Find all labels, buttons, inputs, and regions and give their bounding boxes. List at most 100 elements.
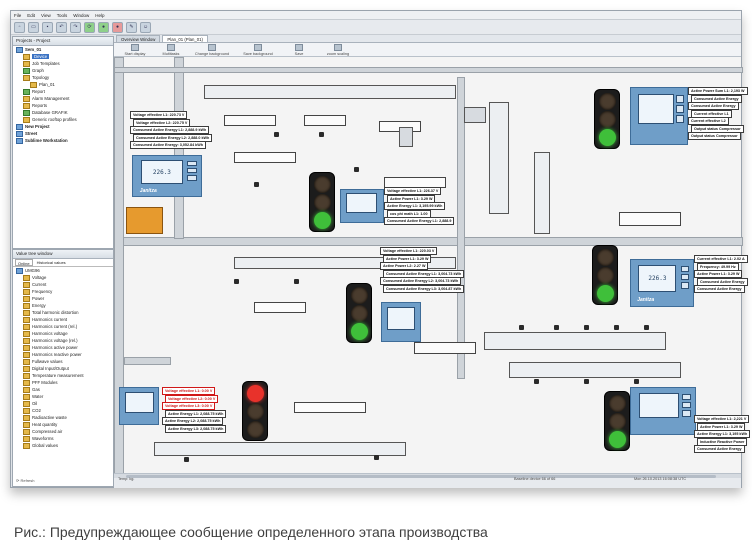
project-tree-item[interactable]: Reports: [13, 102, 113, 109]
value-tree-item[interactable]: Compressed air: [13, 428, 113, 435]
value-tree-item[interactable]: Harmonics active power: [13, 344, 113, 351]
value-tree-label: Waveforms: [32, 436, 54, 441]
project-tree-item[interactable]: Job Templates: [13, 60, 113, 67]
chair: [519, 325, 524, 330]
folder-icon: [23, 53, 30, 60]
folder-icon: [23, 428, 30, 435]
redo-icon[interactable]: ↷: [70, 21, 81, 33]
menu-tools[interactable]: Tools: [56, 12, 68, 18]
tab-plan[interactable]: Plan_01 (Plan_01): [162, 35, 208, 42]
value-tree-item[interactable]: Gas: [13, 386, 113, 393]
start-display-button[interactable]: Start display: [120, 43, 150, 56]
menu-file[interactable]: File: [14, 12, 22, 18]
value-tree-item[interactable]: Temperature measurement: [13, 372, 113, 379]
power-meter-device[interactable]: [630, 387, 696, 435]
project-tree-item[interactable]: Sem_01: [13, 46, 113, 53]
menu-window[interactable]: Window: [73, 12, 90, 18]
value-tree-item[interactable]: Harmonics reactive power: [13, 351, 113, 358]
traffic-light-green-lamp: [350, 322, 368, 340]
project-tree-item[interactable]: Topology: [13, 74, 113, 81]
chair: [319, 132, 324, 137]
power-meter-device[interactable]: [340, 189, 384, 223]
value-tree-item[interactable]: Energy: [13, 302, 113, 309]
user-icon[interactable]: ☺: [140, 21, 151, 33]
save-icon[interactable]: ▪: [42, 21, 53, 33]
value-tree-item[interactable]: Water: [13, 393, 113, 400]
project-tree-item[interactable]: Generic rooftop profiles: [13, 116, 113, 123]
power-meter-device[interactable]: [119, 387, 159, 425]
measurement-label: Consumed Active Energy L1: 2,888.9: [384, 217, 455, 225]
menu-edit[interactable]: Edit: [27, 12, 36, 18]
value-tree-item[interactable]: UMG96: [13, 267, 113, 274]
project-tree-item[interactable]: New Project: [13, 123, 113, 130]
new-file-icon[interactable]: ▫: [14, 21, 25, 33]
value-tree-item[interactable]: Total harmonic distortion: [13, 309, 113, 316]
value-tree-item[interactable]: PFF Modules: [13, 379, 113, 386]
menu-view[interactable]: View: [41, 12, 51, 18]
value-tree-item[interactable]: Harmonics current: [13, 316, 113, 323]
floor-plan-canvas[interactable]: 226.3 Janitza 226.3 Janitza: [114, 57, 751, 475]
tools-icon[interactable]: ✎: [126, 21, 137, 33]
project-tree-item[interactable]: Device: [13, 53, 113, 60]
record-icon[interactable]: ●: [112, 21, 123, 33]
power-meter-device[interactable]: [381, 302, 421, 342]
open-folder-icon[interactable]: ▭: [28, 21, 39, 33]
tab-online[interactable]: Online: [15, 259, 33, 266]
project-tree-item[interactable]: Sublime Workstation: [13, 137, 113, 144]
workbench: [484, 332, 666, 350]
power-meter-device[interactable]: 226.3 Janitza: [132, 155, 202, 197]
save-background-button[interactable]: Save background: [238, 43, 278, 56]
horizontal-scrollbar[interactable]: [114, 474, 741, 478]
power-meter-device[interactable]: 226.3 Janitza: [630, 259, 694, 307]
project-tree-item[interactable]: Database GRAFIK: [13, 109, 113, 116]
tab-historical[interactable]: Historical values: [36, 260, 66, 265]
value-tree-item[interactable]: Harmonics voltage (rel.): [13, 337, 113, 344]
desk: [294, 402, 366, 413]
traffic-light-red-lamp: [313, 175, 331, 193]
value-tree-item[interactable]: Power: [13, 295, 113, 302]
change-background-button[interactable]: Change background: [192, 43, 232, 56]
cabinet: [399, 127, 413, 147]
folder-icon: [23, 358, 30, 365]
robot-machine: [126, 207, 163, 234]
multitasks-button[interactable]: Multitasks: [156, 43, 186, 56]
value-tree-item[interactable]: Fullwave values: [13, 358, 113, 365]
value-tree-item[interactable]: Voltage: [13, 274, 113, 281]
value-tree-label: Global values: [32, 443, 59, 448]
desk: [304, 115, 346, 126]
value-tree-item[interactable]: Frequency: [13, 288, 113, 295]
value-tree-item[interactable]: Global values: [13, 442, 113, 449]
connect-icon[interactable]: ●: [98, 21, 109, 33]
value-tree-item[interactable]: Waveforms: [13, 435, 113, 442]
save-plan-button[interactable]: Save: [284, 43, 314, 56]
value-tree-item[interactable]: Harmonics current (rel.): [13, 323, 113, 330]
value-tree-item[interactable]: Current: [13, 281, 113, 288]
project-tree-item[interactable]: Street: [13, 130, 113, 137]
folder-icon: [23, 442, 30, 449]
scrollbar-thumb[interactable]: [126, 474, 716, 478]
value-tree-item[interactable]: CO2: [13, 407, 113, 414]
value-tree-item[interactable]: Heat quantity: [13, 421, 113, 428]
value-tree-item[interactable]: Digital Input/Output: [13, 365, 113, 372]
value-tree-item[interactable]: Radioactive waste: [13, 414, 113, 421]
value-tree-item[interactable]: Oil: [13, 400, 113, 407]
power-meter-device[interactable]: [630, 87, 688, 145]
traffic-light: [346, 283, 372, 343]
traffic-light: [592, 245, 618, 305]
value-tree-item[interactable]: Harmonics voltage: [13, 330, 113, 337]
undo-icon[interactable]: ↶: [56, 21, 67, 33]
plan-toolbar: Start display Multitasks Change backgrou…: [114, 43, 741, 57]
values-panel-title: Value tree window: [13, 250, 113, 259]
refresh-link[interactable]: ⟳ Refresh: [16, 478, 35, 483]
save-image-icon: [254, 43, 262, 51]
refresh-icon[interactable]: ⟳: [84, 21, 95, 33]
menu-help[interactable]: Help: [95, 12, 105, 18]
project-tree-item[interactable]: Alarm Management: [13, 95, 113, 102]
project-tree-item[interactable]: Report: [13, 88, 113, 95]
project-tree-item[interactable]: Graph: [13, 67, 113, 74]
tab-overview-window[interactable]: Overview Window: [116, 35, 161, 42]
project-tree-item[interactable]: Plan_01: [13, 81, 113, 88]
view-tabs: Overview Window Plan_01 (Plan_01): [114, 35, 741, 43]
zoom-scaling-button[interactable]: zoom scaling: [320, 43, 356, 56]
